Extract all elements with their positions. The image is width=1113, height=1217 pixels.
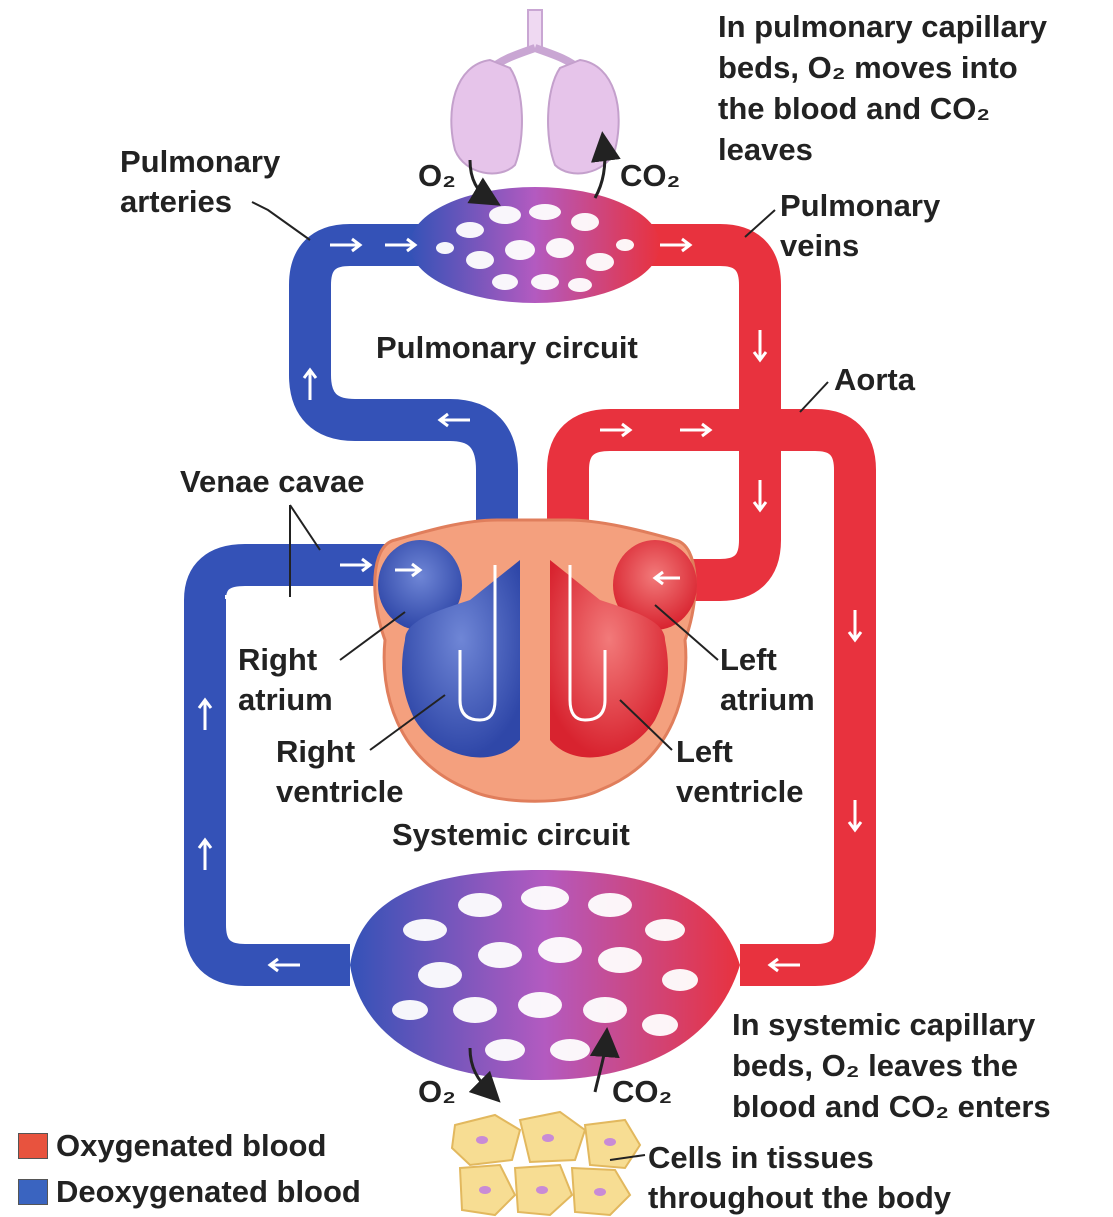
legend-label: Deoxygenated blood (56, 1172, 361, 1212)
note-line: beds, O₂ leaves the (732, 1045, 1051, 1086)
label-line: ventricle (676, 772, 804, 812)
label-pulmonary-circuit: Pulmonary circuit (376, 328, 638, 368)
legend-swatch-deoxygenated (18, 1179, 48, 1205)
label-venae-cavae: Venae cavae (180, 462, 364, 502)
label-line: Left (676, 732, 804, 772)
flow-arrow (340, 606, 370, 618)
label-line: Right (238, 640, 333, 680)
label-systemic-circuit: Systemic circuit (392, 815, 630, 855)
label-pulmonary-arteries: Pulmonary arteries (120, 142, 280, 222)
legend-label: Oxygenated blood (56, 1126, 326, 1166)
label-right-atrium: Right atrium (238, 640, 333, 720)
note-line: leaves (718, 129, 1047, 170)
lungs (451, 10, 618, 173)
label-line: arteries (120, 182, 280, 222)
label-line: veins (780, 226, 940, 266)
note-line: In systemic capillary (732, 1004, 1051, 1045)
legend-item-oxygenated: Oxygenated blood (18, 1126, 326, 1166)
label-right-ventricle: Right ventricle (276, 732, 404, 812)
label-line: Pulmonary (120, 142, 280, 182)
label-line: ventricle (276, 772, 404, 812)
pulmonary-capillary-note: In pulmonary capillary beds, O₂ moves in… (718, 6, 1047, 170)
legend-swatch-oxygenated (18, 1133, 48, 1159)
label-co2-top: CO₂ (620, 156, 680, 196)
label-line: Pulmonary (780, 186, 940, 226)
label-line: Cells in tissues (648, 1138, 951, 1178)
left-lung (451, 60, 522, 173)
right-lung (548, 60, 619, 173)
label-line: atrium (238, 680, 333, 720)
leader-pulmonary-veins (745, 210, 775, 237)
note-line: beds, O₂ moves into (718, 47, 1047, 88)
leader-aorta (800, 382, 828, 412)
tissue-cells (452, 1112, 640, 1215)
note-line: the blood and CO₂ (718, 88, 1047, 129)
trachea (528, 10, 542, 50)
note-line: In pulmonary capillary (718, 6, 1047, 47)
pulmonary-capillary-bed (410, 187, 660, 303)
heart (375, 520, 697, 801)
label-pulmonary-veins: Pulmonary veins (780, 186, 940, 266)
label-aorta: Aorta (834, 360, 915, 400)
label-cells-in-tissues: Cells in tissues throughout the body (648, 1138, 951, 1217)
label-left-ventricle: Left ventricle (676, 732, 804, 812)
systemic-capillary-bed (350, 870, 740, 1080)
label-o2-bottom: O₂ (418, 1072, 456, 1112)
systemic-capillary-note: In systemic capillary beds, O₂ leaves th… (732, 1004, 1051, 1127)
label-line: throughout the body (648, 1178, 951, 1217)
label-left-atrium: Left atrium (720, 640, 815, 720)
label-line: Left (720, 640, 815, 680)
legend-item-deoxygenated: Deoxygenated blood (18, 1172, 361, 1212)
note-line: blood and CO₂ enters (732, 1086, 1051, 1127)
label-line: atrium (720, 680, 815, 720)
label-co2-bottom: CO₂ (612, 1072, 672, 1112)
label-line: Right (276, 732, 404, 772)
label-o2-top: O₂ (418, 156, 456, 196)
